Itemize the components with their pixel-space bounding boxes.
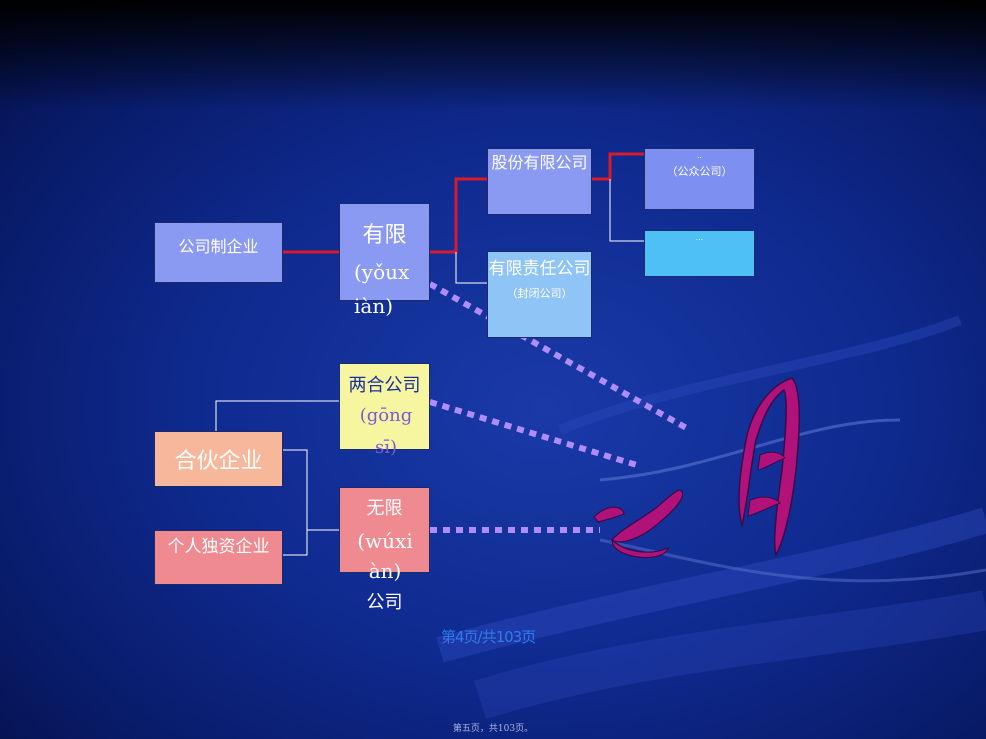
node-label: 无限 — [366, 498, 403, 519]
node-pinyin: (gōngsī) — [359, 405, 413, 458]
node-label: 公司制企业 — [178, 237, 259, 256]
line-sole-to-unlimited — [283, 530, 308, 556]
page-number: 第4页/共103页 — [441, 628, 536, 646]
node-label: 股份有限公司 — [491, 153, 588, 172]
node-stock-company: 股份有限公司 — [487, 148, 592, 215]
node-suffix: 公司 — [366, 592, 403, 613]
dotted-line-general — [429, 399, 641, 469]
line-partner-to-general — [215, 400, 339, 431]
node-label: 有限责任公司 — [488, 259, 591, 279]
line-stock-to-public — [592, 152, 644, 181]
node-label: 两合公司 — [348, 375, 421, 396]
node-limited: 有限 (yǒuxiàn) — [339, 203, 430, 318]
node-public-company: .. （公众公司） — [644, 148, 755, 210]
footer-text: 第五页，共103页。 — [452, 724, 534, 734]
line-partner-to-unlimited — [283, 449, 339, 531]
node-general-partnership: 两合公司 (gōngsī) — [339, 363, 430, 458]
node-note: （封闭公司） — [506, 287, 573, 300]
node-llc: 有限责任公司 （封闭公司） — [487, 251, 592, 338]
line-limited-to-llc — [455, 252, 487, 284]
line-stock-to-cyan — [609, 179, 644, 242]
top-shade — [0, 0, 986, 110]
node-dots: .. — [696, 151, 703, 160]
line-limited-to-stock — [430, 177, 487, 254]
node-company-system: 公司制企业 — [154, 222, 283, 283]
dotted-line-limited — [428, 281, 692, 433]
node-label: 有限 — [362, 223, 407, 248]
node-partnership: 合伙企业 — [154, 431, 283, 487]
node-pinyin: (yǒuxiàn) — [354, 260, 410, 318]
node-cyan-box: ... — [644, 230, 755, 277]
node-dots: ... — [695, 233, 704, 242]
node-label: 合伙企业 — [174, 449, 263, 474]
node-sole-proprietorship: 个人独资企业 — [154, 530, 283, 585]
node-unlimited: 无限 (wúxiàn) 公司 — [339, 487, 430, 613]
node-label: 个人独资企业 — [167, 537, 270, 557]
node-note: （公众公司） — [666, 165, 733, 178]
node-pinyin: (wúxiàn) — [357, 529, 413, 583]
